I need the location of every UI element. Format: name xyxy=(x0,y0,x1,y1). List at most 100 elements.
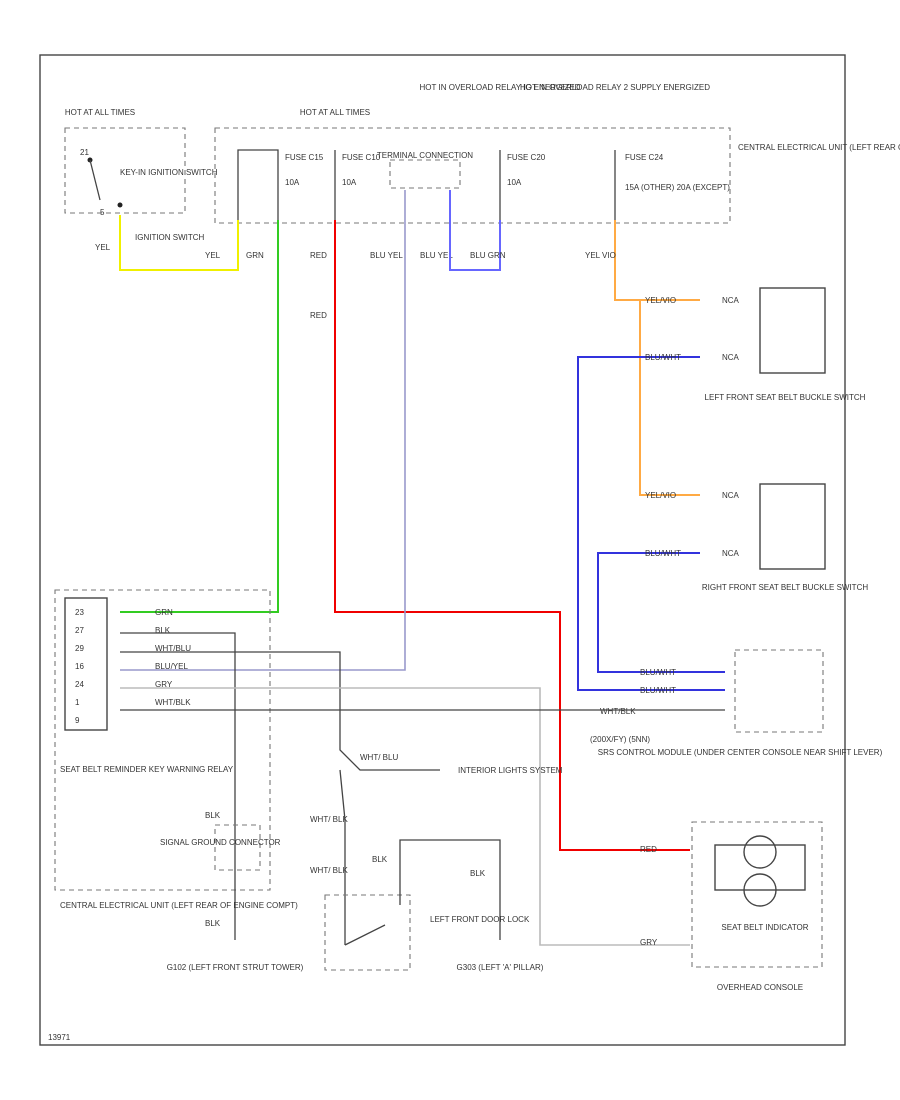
wire-blk-ground: BLK xyxy=(205,811,221,820)
indicator-lamp-frame xyxy=(714,844,806,891)
left-buckle-wire-2: BLU/WHT xyxy=(645,353,681,362)
door-lock-switch xyxy=(344,924,386,946)
terminal-strip-label: TERMINAL CONNECTION xyxy=(377,151,473,160)
signal-ground-label: SIGNAL GROUND CONNECTOR xyxy=(160,838,281,847)
wht-blk-drop xyxy=(339,769,346,905)
hot-label-middle: HOT AT ALL TIMES xyxy=(300,108,370,117)
relay-pin-5: 1 xyxy=(75,698,80,707)
ignition-pin-top: 21 xyxy=(80,148,89,157)
blue-yel-wire xyxy=(120,190,406,671)
right-buckle-wire-1: YEL/VIO xyxy=(645,491,676,500)
blue-buckle-wire-left xyxy=(577,356,725,691)
ground-g102-label: G102 (LEFT FRONT STRUT TOWER) xyxy=(167,963,304,972)
fuse-1-amp: 10A xyxy=(285,178,300,187)
right-buckle-nca-1: NCA xyxy=(722,491,740,500)
relay-label: SEAT BELT REMINDER KEY WARNING RELAY xyxy=(60,765,234,774)
ignition-switch-box xyxy=(64,127,186,214)
fuse-1-loop xyxy=(237,149,279,220)
relay-pin-0: 23 xyxy=(75,608,84,617)
relay-box xyxy=(64,597,108,731)
ignition-wire-grn: GRN xyxy=(246,251,264,260)
hot-label-relay-ig: HOT IN OVERLOAD RELAY IG ENERGIZED xyxy=(420,83,581,92)
fuse-1-label: FUSE C15 xyxy=(285,153,324,162)
right-buckle-nca-2: NCA xyxy=(722,549,740,558)
relay-wire-wht-blk: WHT/BLK xyxy=(155,698,191,707)
seatbelt-relay: 23 27 29 16 24 1 9 GRN BLK WHT/BLU BLU/Y… xyxy=(54,589,271,891)
srs-wire-wht-blk: WHT/BLK xyxy=(600,707,636,716)
ignition-contact-bottom xyxy=(117,202,123,208)
fuse-group: FUSE C15 10A FUSE C10 10A TERMINAL CONNE… xyxy=(237,149,730,220)
hot-at-labels: HOT AT ALL TIMES HOT AT ALL TIMES HOT IN… xyxy=(65,83,710,117)
ignition-contact-arm xyxy=(89,159,101,201)
wire-wht-blu-mid: WHT/ BLU xyxy=(360,753,398,762)
fuse-4-note: 15A (OTHER) 20A (EXCEPT) xyxy=(625,183,730,192)
hot-label-relay-supply: HOT IN OVERLOAD RELAY 2 SUPPLY ENERGIZED xyxy=(520,83,710,92)
wire-red-ind: RED xyxy=(640,845,657,854)
left-buckle-nca-2: NCA xyxy=(722,353,740,362)
ignition-wire-yel-right: YEL xyxy=(205,251,221,260)
relay-wire-wht-blu: WHT/BLU xyxy=(155,644,191,653)
indicator-lamp-bottom xyxy=(743,873,777,907)
wire-blk-pillar: BLK xyxy=(470,869,486,878)
blue-buckle-wire-right xyxy=(597,552,725,673)
interior-lights-label: INTERIOR LIGHTS SYSTEM xyxy=(458,766,563,775)
blue-grn-wire xyxy=(449,190,501,271)
ignition-switch: 21 5 KEY-IN IGNITION SWITCH IGNITION SWI… xyxy=(80,148,218,242)
wire-blu-grn: BLU GRN xyxy=(470,251,506,260)
terminal-strip-box xyxy=(389,159,461,189)
relay-wht-blu-wire xyxy=(120,651,440,771)
wire-blu-yel-1: BLU YEL xyxy=(370,251,403,260)
wire-blk-door: BLK xyxy=(372,855,388,864)
fuse-4-label: FUSE C24 xyxy=(625,153,664,162)
signal-ground-box xyxy=(214,824,261,871)
central-unit-bottom-box xyxy=(54,589,271,891)
right-buckle-switch: YEL/VIO BLU/WHT NCA NCA RIGHT FRONT SEAT… xyxy=(645,483,868,592)
ground-g303-label: G303 (LEFT 'A' PILLAR) xyxy=(457,963,544,972)
relay-pin-1: 27 xyxy=(75,626,84,635)
footer-id: 13971 xyxy=(48,1033,71,1042)
fuse-2-label: FUSE C10 xyxy=(342,153,381,162)
relay-gry-wire xyxy=(120,687,690,946)
indicator-lamp-top xyxy=(743,835,777,869)
srs-module-box xyxy=(734,649,824,733)
key-in-switch-label: KEY-IN IGNITION SWITCH xyxy=(120,168,218,177)
hot-label-left: HOT AT ALL TIMES xyxy=(65,108,135,117)
relay-pin-2: 29 xyxy=(75,644,84,653)
wire-wht-blk-mid: WHT/ BLK xyxy=(310,815,348,824)
relay-pin-4: 24 xyxy=(75,680,84,689)
central-unit-top-box xyxy=(214,127,731,224)
wire-blk-g102: BLK xyxy=(205,919,221,928)
right-buckle-wire-2: BLU/WHT xyxy=(645,549,681,558)
fuse-3-amp: 10A xyxy=(507,178,522,187)
wire-gry-ind: GRY xyxy=(640,938,658,947)
left-buckle-switch: YEL/VIO BLU/WHT NCA NCA LEFT FRONT SEAT … xyxy=(645,287,866,402)
overhead-console-label: OVERHEAD CONSOLE xyxy=(717,983,803,992)
left-buckle-wire-1: YEL/VIO xyxy=(645,296,676,305)
left-buckle-label: LEFT FRONT SEAT BELT BUCKLE SWITCH xyxy=(705,393,866,402)
fuse-3-label: FUSE C20 xyxy=(507,153,546,162)
relay-wire-gry: GRY xyxy=(155,680,173,689)
srs-module-label: SRS CONTROL MODULE (UNDER CENTER CONSOLE… xyxy=(598,748,883,757)
central-unit-top-label: CENTRAL ELECTRICAL UNIT (LEFT REAR OF EN… xyxy=(738,143,900,152)
left-buckle-nca-1: NCA xyxy=(722,296,740,305)
wire-red-1: RED xyxy=(310,251,327,260)
ignition-wire-yel-left: YEL xyxy=(95,243,111,252)
fuse-2-amp: 10A xyxy=(342,178,357,187)
overhead-console-box xyxy=(691,821,823,968)
ignition-switch-label: IGNITION SWITCH xyxy=(135,233,205,242)
yellow-wire xyxy=(119,215,239,271)
wire-wht-blk-low: WHT/ BLK xyxy=(310,866,348,875)
relay-wire-blu-yel: BLU/YEL xyxy=(155,662,188,671)
relay-pin-3: 16 xyxy=(75,662,84,671)
wire-yel-vio: YEL VIO xyxy=(585,251,616,260)
red-wire xyxy=(334,220,690,851)
srs-note: (200X/FY) (5NN) xyxy=(590,735,650,744)
ignition-pin-bottom: 5 xyxy=(100,208,105,217)
wire-blu-yel-2: BLU YEL xyxy=(420,251,453,260)
relay-wire-grn: GRN xyxy=(155,608,173,617)
right-buckle-box xyxy=(759,483,826,570)
door-lock-box xyxy=(324,894,411,971)
wire-red-2: RED xyxy=(310,311,327,320)
right-buckle-label: RIGHT FRONT SEAT BELT BUCKLE SWITCH xyxy=(702,583,868,592)
